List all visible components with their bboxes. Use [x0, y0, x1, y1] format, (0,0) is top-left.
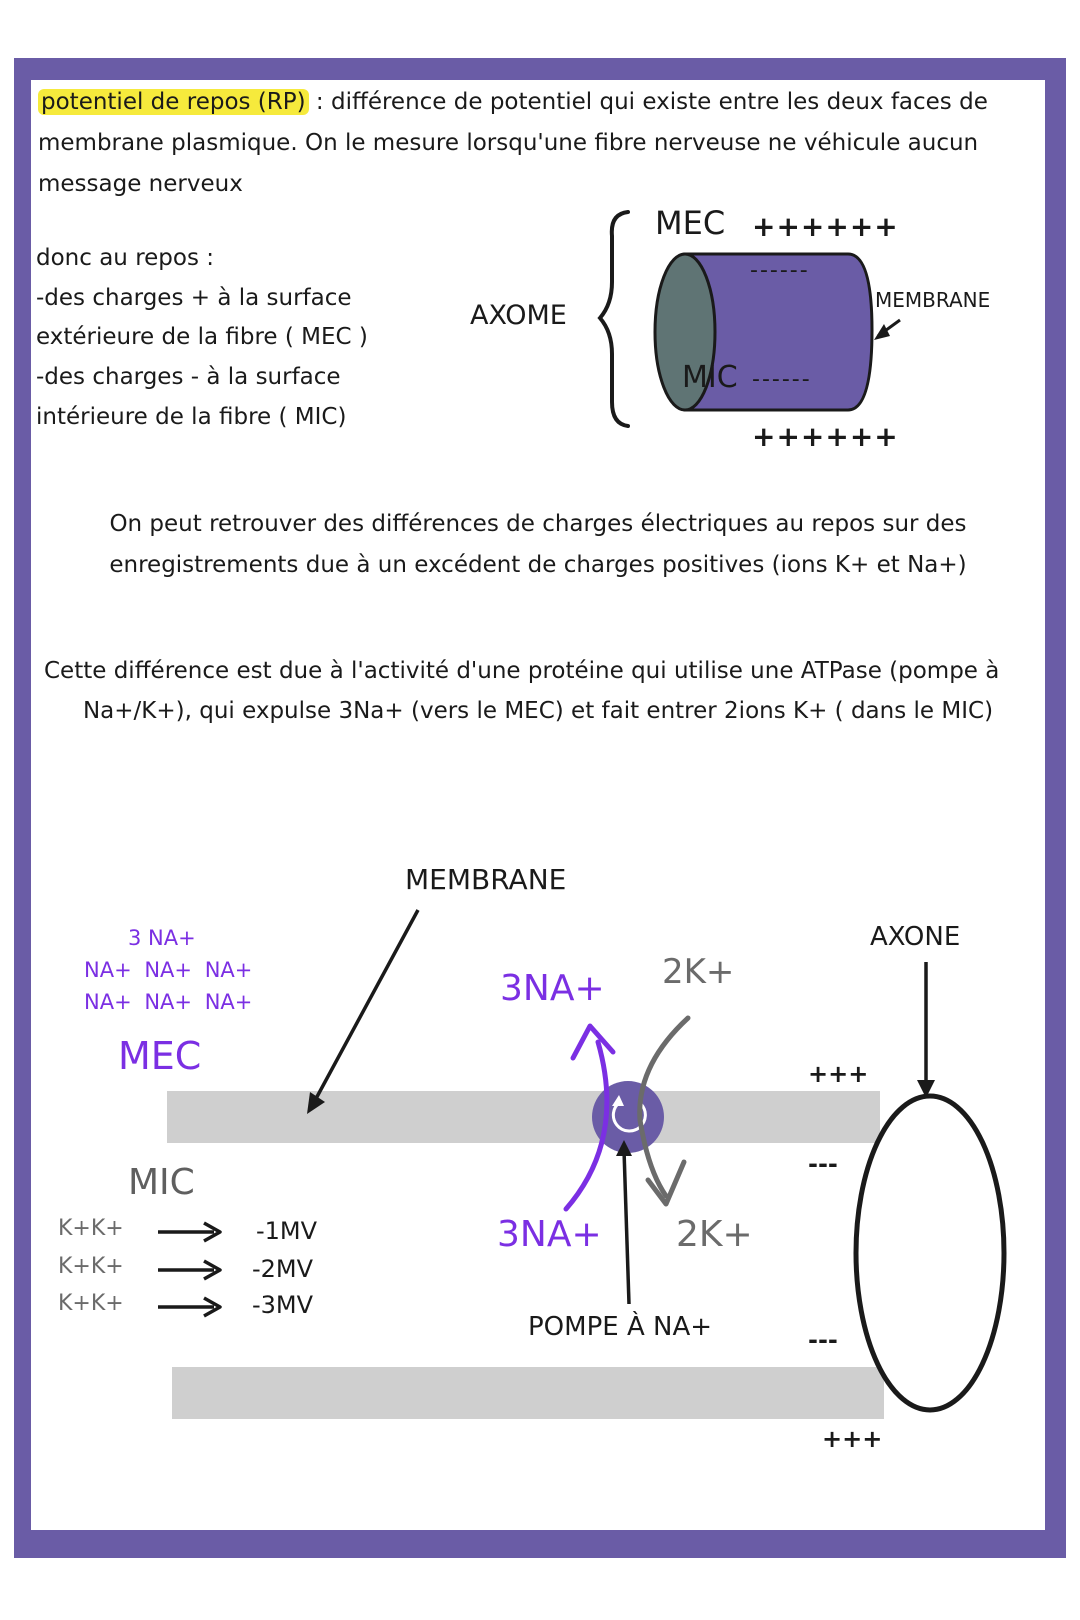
membrane-label: MEMBRANE [875, 288, 990, 312]
mic-label-pump: MIC [128, 1162, 195, 1203]
k-row-3-ions: K+K+ [58, 1291, 124, 1316]
na-in-label: 3NA+ [497, 1214, 602, 1255]
pump-label: POMPE À NA+ [528, 1312, 712, 1342]
mic-minus-charges: ------ [752, 367, 812, 392]
paragraph3-line-1: Cette différence est due à l'activité d'… [44, 651, 999, 691]
pump-membrane-label: MEMBRANE [405, 863, 566, 896]
plus-top: +++ [808, 1060, 868, 1088]
k-row-3-value: -3MV [252, 1291, 313, 1319]
k-row-1-ions: K+K+ [58, 1216, 124, 1241]
axome-label: AXOME [470, 300, 567, 331]
axone-ellipse [856, 1096, 1004, 1410]
brace-icon [600, 212, 628, 426]
axone-label: AXONE [870, 922, 960, 952]
membrane-band-top [167, 1091, 880, 1143]
membrane-pointer-line [312, 910, 418, 1106]
na-arrow-head-icon [573, 1026, 613, 1058]
na-title: 3 NA+ [128, 926, 196, 950]
membrane-band-bottom [172, 1367, 884, 1419]
top-minus-charges: ------ [750, 258, 810, 283]
na-row-1: NA+ NA+ NA+ [84, 958, 252, 982]
arrow-head-icon [874, 324, 890, 340]
k-row-1-value: -1MV [256, 1217, 317, 1245]
k-out-label: 2K+ [676, 1214, 753, 1255]
k-row-2-ions: K+K+ [58, 1254, 124, 1279]
paragraph2-line-2: enregistrements due à un excédent de cha… [31, 545, 1045, 585]
mec-label: MEC [655, 204, 725, 242]
na-row-2: NA+ NA+ NA+ [84, 990, 252, 1014]
pump-pointer-line [624, 1150, 629, 1304]
paragraph3-line-2: Na+/K+), qui expulse 3Na+ (vers le MEC) … [31, 691, 1045, 731]
k-in-label: 2K+ [662, 952, 734, 992]
axon-diagram [0, 0, 1080, 470]
na-out-label: 3NA+ [500, 968, 605, 1009]
minus-bottom: --- [808, 1326, 838, 1354]
mic-label: MIC [682, 360, 738, 395]
mec-label-pump: MEC [118, 1034, 201, 1078]
paragraph2-line-1: On peut retrouver des différences de cha… [31, 504, 1045, 544]
minus-top: --- [808, 1150, 838, 1178]
plus-bottom: +++ [822, 1425, 882, 1453]
mec-charges: ++++++ [752, 210, 899, 243]
k-row-2-value: -2MV [252, 1255, 313, 1283]
bottom-charges: ++++++ [752, 420, 899, 453]
